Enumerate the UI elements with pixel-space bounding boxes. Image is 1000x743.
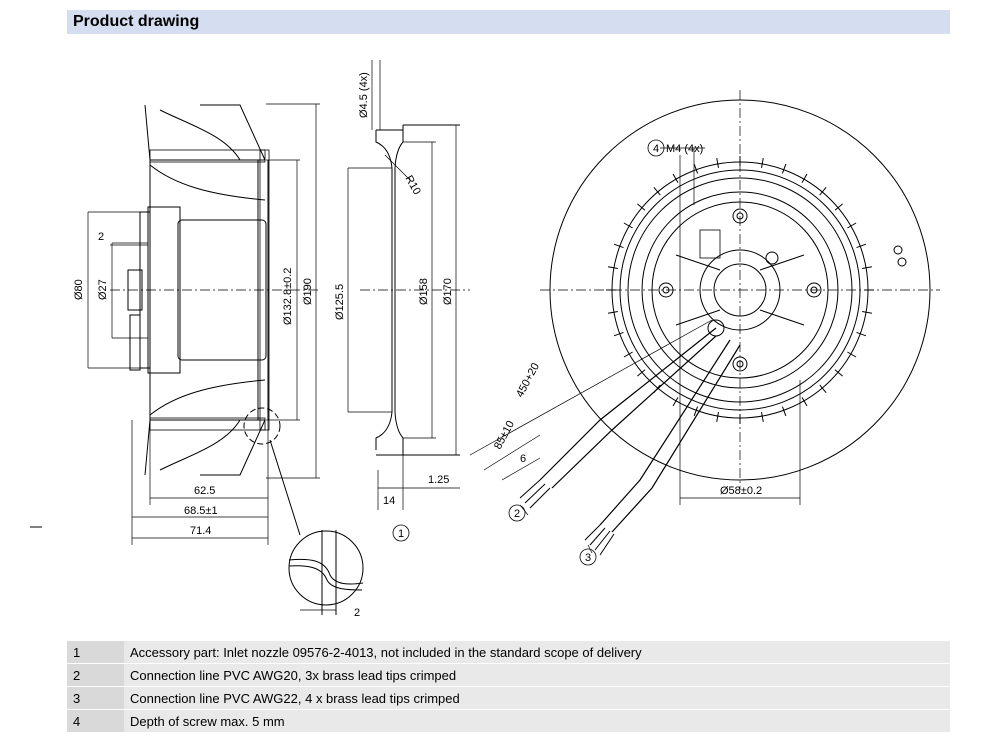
inlet-nozzle xyxy=(347,60,470,510)
note-number: 4 xyxy=(67,709,124,733)
dim-w62: 62.5 xyxy=(194,485,215,497)
side-view-fan xyxy=(110,104,320,476)
dim-m4: M4 (4x) xyxy=(666,143,703,155)
blade-tick xyxy=(637,203,646,211)
callout-4: 4 xyxy=(653,143,659,155)
blade-tick xyxy=(801,173,808,183)
dim-2b: 2 xyxy=(354,607,360,619)
callout-2: 2 xyxy=(514,508,520,520)
dim-d80: Ø80 xyxy=(73,279,85,300)
table-row: 2 Connection line PVC AWG20, 3x brass le… xyxy=(67,663,950,687)
blade-tick xyxy=(613,331,624,337)
dim-d58: Ø58±0.2 xyxy=(720,485,762,497)
dim-d190: Ø190 xyxy=(302,278,314,305)
note-text: Connection line PVC AWG22, 4 x brass lea… xyxy=(124,686,950,710)
blade-tick xyxy=(847,351,857,358)
dim-w125: 1.25 xyxy=(428,474,449,486)
dim-d132: Ø132.8±0.2 xyxy=(282,268,294,325)
callout-1: 1 xyxy=(398,528,404,540)
section-title: Product drawing xyxy=(73,13,200,30)
detail-lens xyxy=(269,439,364,615)
dim-w68: 68.5±1 xyxy=(184,505,218,517)
blade-tick xyxy=(716,157,719,168)
blade-tick xyxy=(781,163,787,174)
blade-tick xyxy=(781,406,787,417)
blade-tick xyxy=(607,266,618,269)
blade-tick xyxy=(847,222,857,229)
dim-w71: 71.4 xyxy=(190,525,211,537)
blade-tick xyxy=(819,187,827,196)
blade-tick xyxy=(834,203,843,211)
blade-tick xyxy=(862,311,873,314)
blade-tick xyxy=(623,222,633,229)
dim-d45: Ø4.5 (4x) xyxy=(358,72,370,118)
dim-d158: Ø158 xyxy=(418,278,430,305)
blade-tick xyxy=(672,173,679,183)
note-text: Connection line PVC AWG20, 3x brass lead… xyxy=(124,663,950,687)
note-number: 1 xyxy=(67,641,124,664)
blade-tick xyxy=(693,163,699,174)
blade-tick xyxy=(761,157,764,168)
dim-l450: 450+20 xyxy=(514,361,542,399)
table-row: 1 Accessory part: Inlet nozzle 09576-2-4… xyxy=(67,641,950,664)
dim-d27: Ø27 xyxy=(97,279,109,300)
product-drawing: Ø80 Ø27 2 Ø132.8±0.2 Ø190 62.5 68.5±1 71… xyxy=(30,60,940,619)
blade-ticks xyxy=(606,156,874,424)
note-text: Accessory part: Inlet nozzle 09576-2-401… xyxy=(124,641,950,664)
blade-tick xyxy=(716,412,719,423)
blade-tick xyxy=(653,384,661,393)
note-number: 2 xyxy=(67,663,124,687)
blade-tick xyxy=(613,243,624,249)
blade-tick xyxy=(672,397,679,407)
dim-2a: 2 xyxy=(98,231,104,243)
section-header: Product drawing xyxy=(67,10,950,34)
blade-tick xyxy=(761,412,764,423)
blade-tick xyxy=(856,243,867,249)
callout-3: 3 xyxy=(585,552,591,564)
blade-tick xyxy=(862,266,873,269)
dim-d170: Ø170 xyxy=(442,278,454,305)
blade-tick xyxy=(623,351,633,358)
blade-tick xyxy=(653,187,661,196)
blade-tick xyxy=(819,384,827,393)
dim-l85: 85±10 xyxy=(492,419,517,452)
table-row: 4 Depth of screw max. 5 mm xyxy=(67,709,950,733)
table-row: 3 Connection line PVC AWG22, 4 x brass l… xyxy=(67,686,950,710)
dim-d125: Ø125.5 xyxy=(334,284,346,320)
blade-tick xyxy=(637,369,646,377)
dim-six: 6 xyxy=(520,453,526,465)
blade-tick xyxy=(801,397,808,407)
dim-r10: R10 xyxy=(402,174,422,197)
blade-tick xyxy=(834,369,843,377)
dim-w14: 14 xyxy=(383,495,395,507)
note-text: Depth of screw max. 5 mm xyxy=(124,709,950,733)
blade-tick xyxy=(856,331,867,337)
note-number: 3 xyxy=(67,686,124,710)
blade-tick xyxy=(607,311,618,314)
notes-table: 1 Accessory part: Inlet nozzle 09576-2-4… xyxy=(67,641,950,733)
blade-tick xyxy=(693,406,699,417)
